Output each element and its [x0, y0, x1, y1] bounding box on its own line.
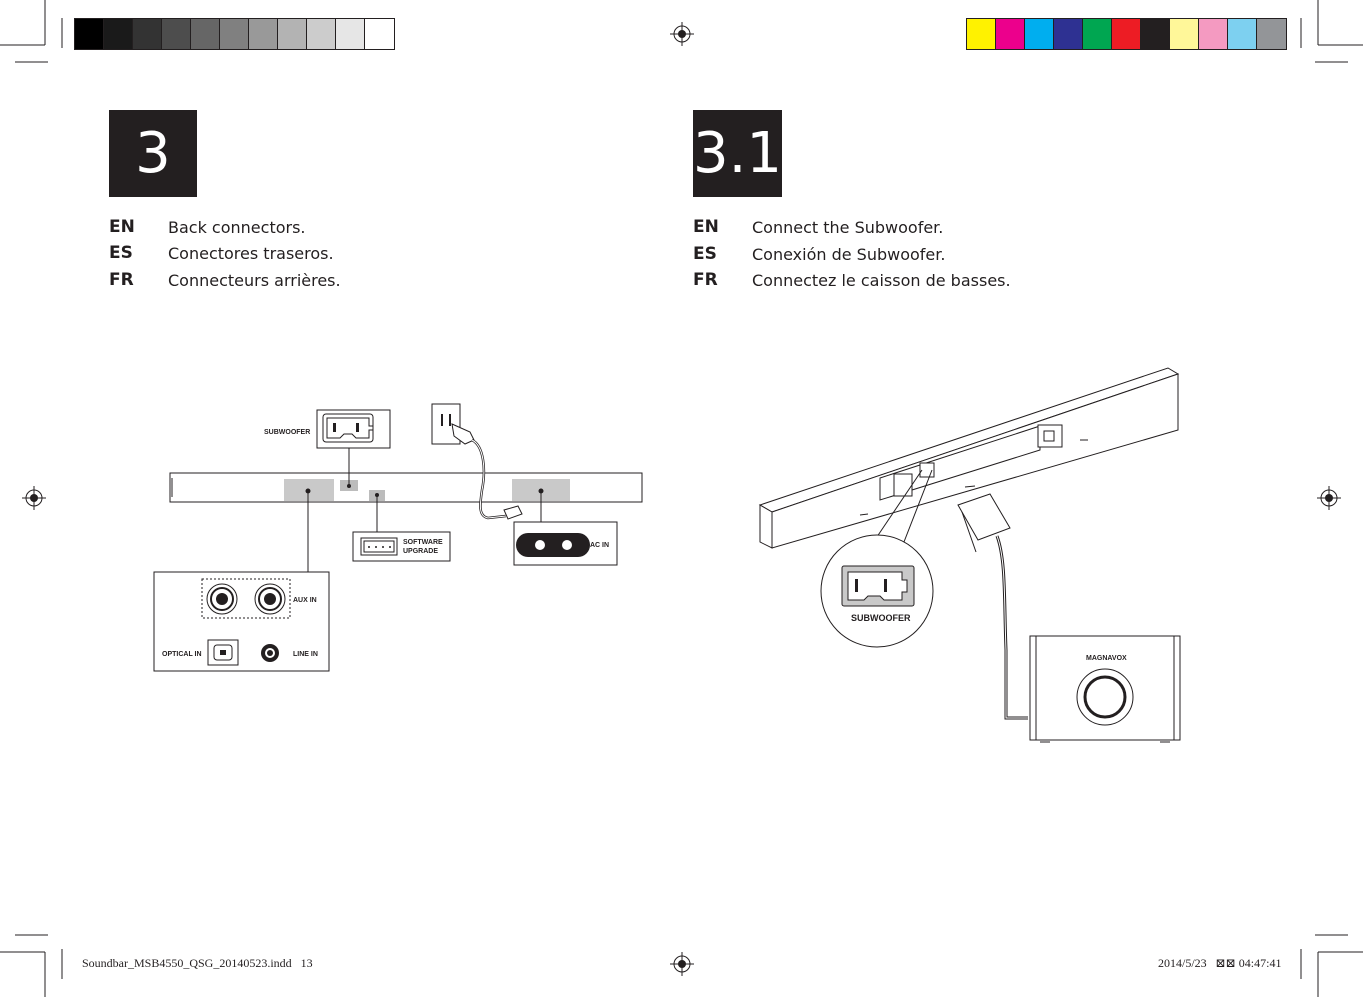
color-swatch — [1141, 19, 1170, 49]
caption-lang: EN — [109, 217, 135, 237]
caption-lang: ES — [693, 244, 717, 264]
color-swatch — [365, 19, 394, 49]
back-connectors-diagram: SUBWOOFER SOFTWARE UPGRADE AC IN AUX IN … — [153, 403, 643, 672]
color-swatch — [191, 19, 220, 49]
label-subwoofer-callout: SUBWOOFER — [851, 613, 911, 623]
step-number-left: 3 — [109, 110, 197, 197]
subwoofer-connection-diagram: SUBWOOFER MAGNAVOX — [758, 367, 1181, 743]
caption-lang: EN — [693, 217, 719, 237]
color-swatch — [162, 19, 191, 49]
caption-text: Connectez le caisson de basses. — [752, 271, 1011, 290]
color-swatch — [1228, 19, 1257, 49]
label-software: SOFTWARE — [403, 539, 443, 546]
label-aux-in: AUX IN — [293, 597, 317, 604]
caption-text: Connect the Subwoofer. — [752, 218, 944, 237]
color-swatch — [996, 19, 1025, 49]
caption-text: Connecteurs arrières. — [168, 271, 341, 290]
label-line-in: LINE IN — [293, 651, 318, 658]
color-swatch — [336, 19, 365, 49]
footer-timestamp: 2014/5/23 ⊠⊠ 04:47:41 — [1158, 956, 1282, 970]
registration-mark-top-icon — [670, 22, 694, 46]
color-swatch — [75, 19, 104, 49]
step-number-right: 3.1 — [693, 110, 782, 197]
soundbar-back — [169, 472, 643, 503]
caption-text: Conexión de Subwoofer. — [752, 245, 946, 264]
registration-mark-right-icon — [1317, 486, 1341, 510]
color-bar — [966, 18, 1287, 50]
label-subwoofer: SUBWOOFER — [264, 429, 310, 436]
color-swatch — [1170, 19, 1199, 49]
caption-lang: FR — [109, 270, 134, 290]
color-swatch — [307, 19, 336, 49]
color-swatch — [1257, 19, 1286, 49]
footer-filename: Soundbar_MSB4550_QSG_20140523.indd 13 — [82, 956, 313, 970]
registration-mark-bottom-icon — [670, 952, 694, 976]
caption-lang: ES — [109, 243, 133, 263]
label-optical-in: OPTICAL IN — [162, 651, 202, 658]
color-swatch — [133, 19, 162, 49]
label-upgrade: UPGRADE — [403, 548, 438, 555]
color-swatch — [1083, 19, 1112, 49]
color-swatch — [1112, 19, 1141, 49]
color-swatch — [249, 19, 278, 49]
caption-text: Back connectors. — [168, 218, 306, 237]
label-brand: MAGNAVOX — [1086, 655, 1127, 662]
color-swatch — [104, 19, 133, 49]
color-swatch — [220, 19, 249, 49]
color-swatch — [1054, 19, 1083, 49]
gray-ramp — [74, 18, 395, 50]
label-ac-in: AC IN — [590, 542, 609, 549]
color-swatch — [1025, 19, 1054, 49]
caption-text: Conectores traseros. — [168, 244, 334, 263]
caption-lang: FR — [693, 270, 718, 290]
color-swatch — [967, 19, 996, 49]
color-swatch — [1199, 19, 1228, 49]
color-swatch — [278, 19, 307, 49]
registration-mark-left-icon — [22, 486, 46, 510]
